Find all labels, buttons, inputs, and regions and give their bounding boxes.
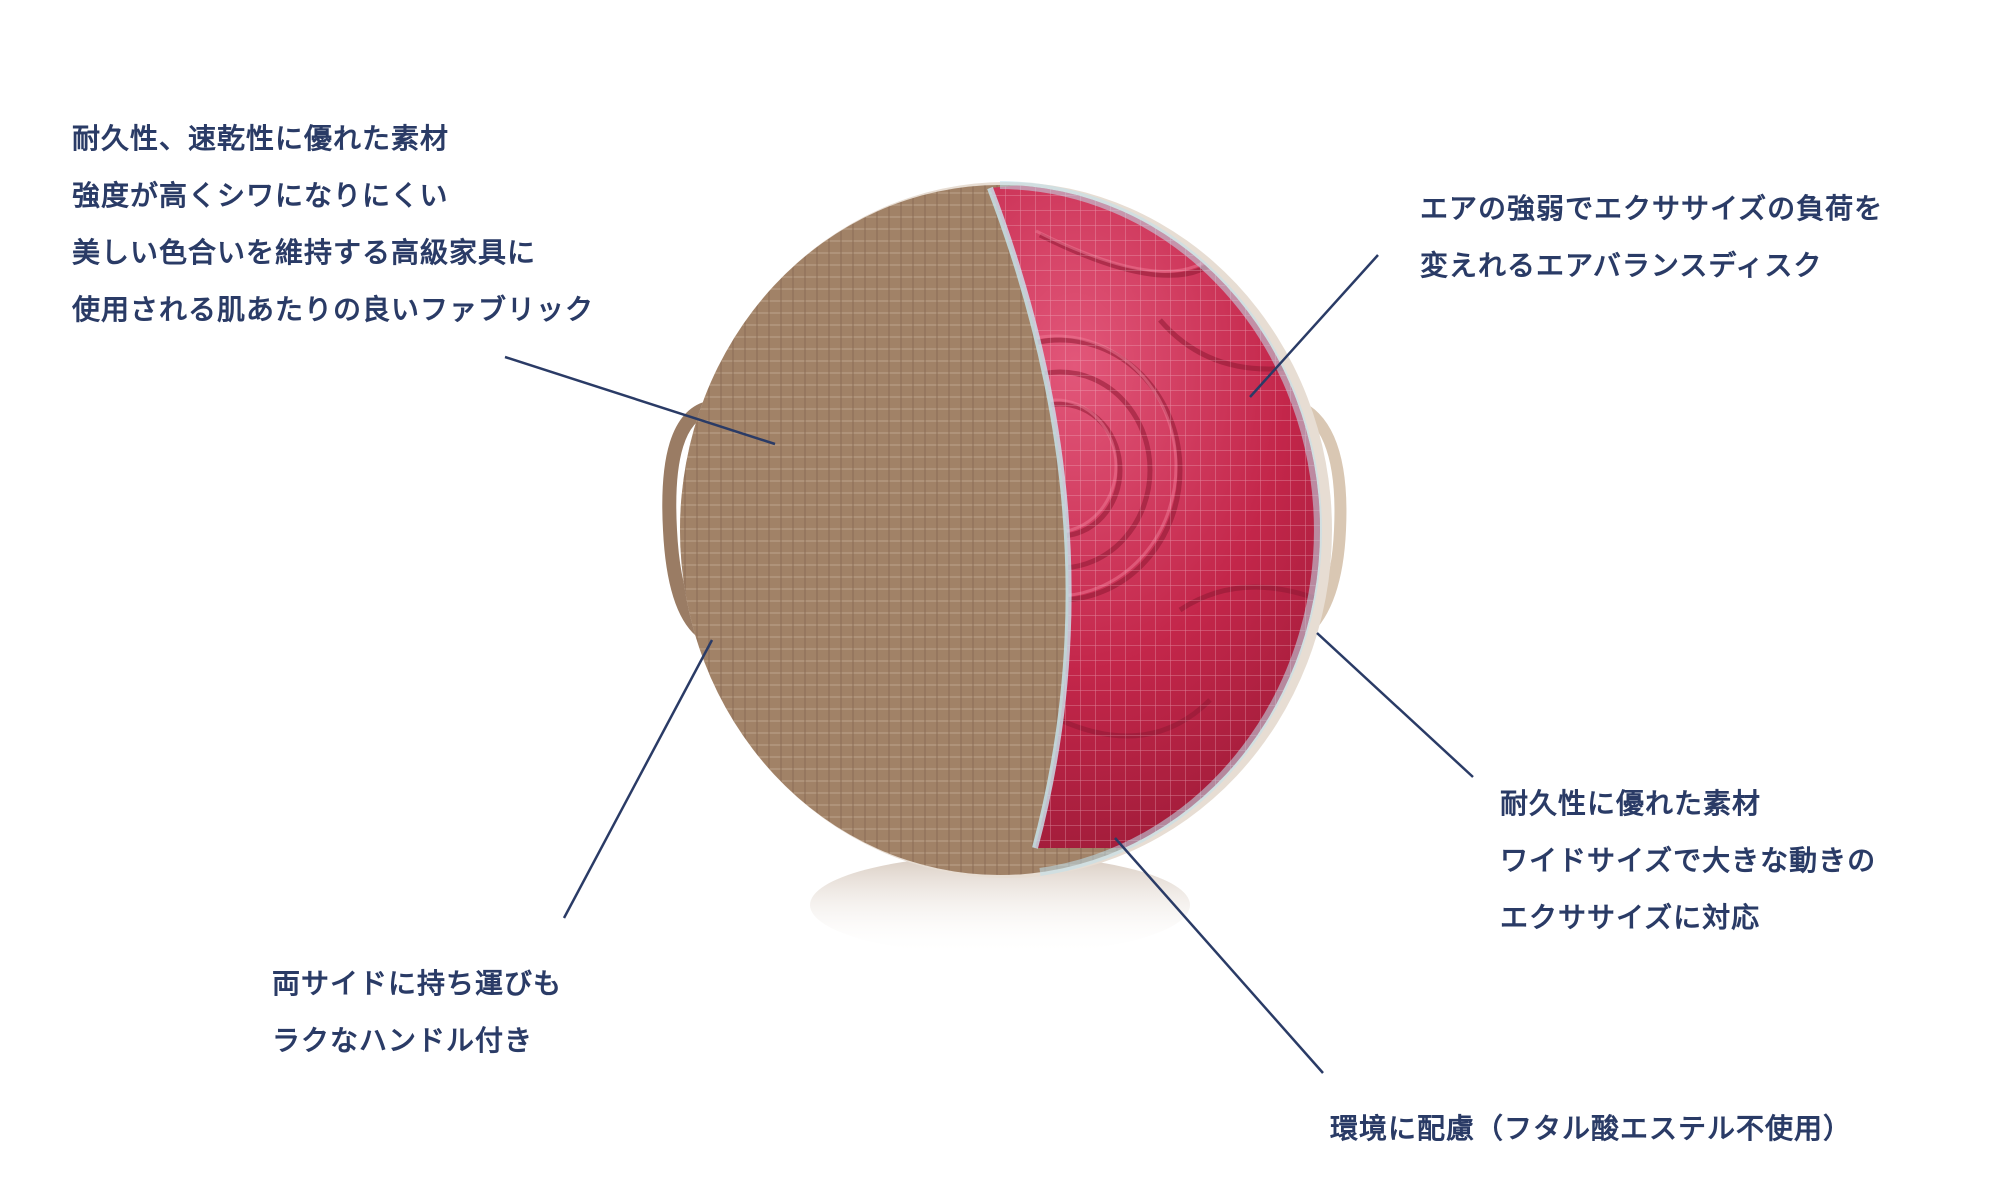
leader-handle [562,639,714,919]
callout-durable: 耐久性に優れた素材 ワイドサイズで大きな動きの エクササイズに対応 [1500,775,1876,946]
callout-fabric-line-1: 耐久性、速乾性に優れた素材 [72,122,450,155]
leader-air-disc [1249,254,1379,398]
callout-durable-line-3: エクササイズに対応 [1500,901,1761,934]
callout-air-disc-line-1: エアの強弱でエクササイズの負荷を [1420,192,1884,225]
leader-lines [504,254,1474,1074]
callout-fabric: 耐久性、速乾性に優れた素材 強度が高くシワになりにくい 美しい色合いを維持する高… [72,110,594,338]
leader-eco [1114,837,1324,1074]
callout-eco: 環境に配慮（フタル酸エステル不使用） [1330,1100,1852,1157]
floor-reflection [810,855,1190,955]
callout-fabric-line-2: 強度が高くシワになりにくい [72,179,449,212]
callout-handle: 両サイドに持ち運びも ラクなハンドル付き [272,955,562,1069]
seam [987,186,1072,849]
callout-fabric-line-3: 美しい色合いを維持する高級家具に [72,236,537,269]
callout-handle-line-1: 両サイドに持ち運びも [272,967,563,1000]
callout-fabric-line-4: 使用される肌あたりの良いファブリック [72,293,595,326]
leader-fabric [504,355,776,446]
callout-handle-line-2: ラクなハンドル付き [272,1024,534,1057]
callout-eco-line-1: 環境に配慮（フタル酸エステル不使用） [1330,1112,1853,1145]
callout-air-disc: エアの強弱でエクササイズの負荷を 変えれるエアバランスディスク [1420,180,1883,294]
callout-durable-line-1: 耐久性に優れた素材 [1500,787,1762,820]
callout-durable-line-2: ワイドサイズで大きな動きの [1500,844,1877,877]
callout-air-disc-line-2: 変えれるエアバランスディスク [1420,249,1823,282]
leader-durable [1316,632,1474,778]
